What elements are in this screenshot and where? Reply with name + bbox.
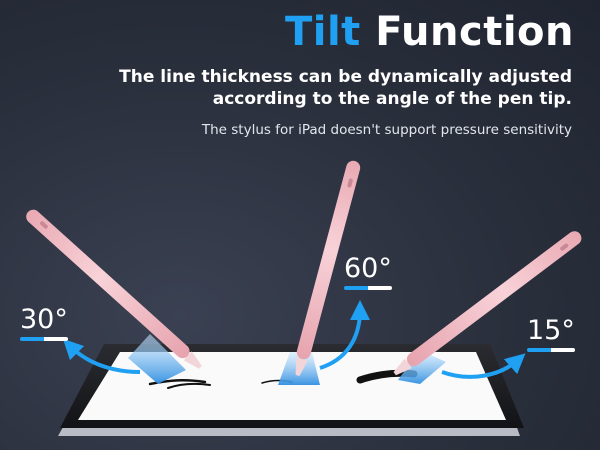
angle-label-15: 15°	[527, 316, 575, 352]
pressure-note: The stylus for iPad doesn't support pres…	[201, 122, 572, 138]
headline-accent: Tilt	[284, 9, 361, 55]
cone-light-icon	[398, 350, 446, 384]
stylus-pencil-icon	[295, 160, 361, 376]
angle-value: 30°	[20, 304, 68, 335]
angle-indicator-bar	[527, 348, 575, 352]
curved-arrow-icon	[62, 338, 141, 374]
angle-indicator-bar	[344, 286, 392, 290]
stylus-pencil-icon	[26, 209, 202, 369]
angle-indicator-bar	[20, 337, 68, 341]
headline: Tilt Function	[285, 10, 574, 54]
angle-value: 15°	[527, 315, 575, 346]
angle-value: 60°	[344, 253, 392, 284]
headline-rest: Function	[360, 9, 574, 55]
curved-arrow-icon	[441, 353, 526, 379]
stylus-pencil-icon	[393, 231, 582, 376]
angle-label-30: 30°	[20, 305, 68, 341]
angle-label-60: 60°	[344, 254, 392, 290]
cone-light-icon	[128, 334, 186, 384]
feature-description: The line thickness can be dynamically ad…	[119, 67, 572, 109]
curved-arrow-icon	[319, 300, 370, 370]
